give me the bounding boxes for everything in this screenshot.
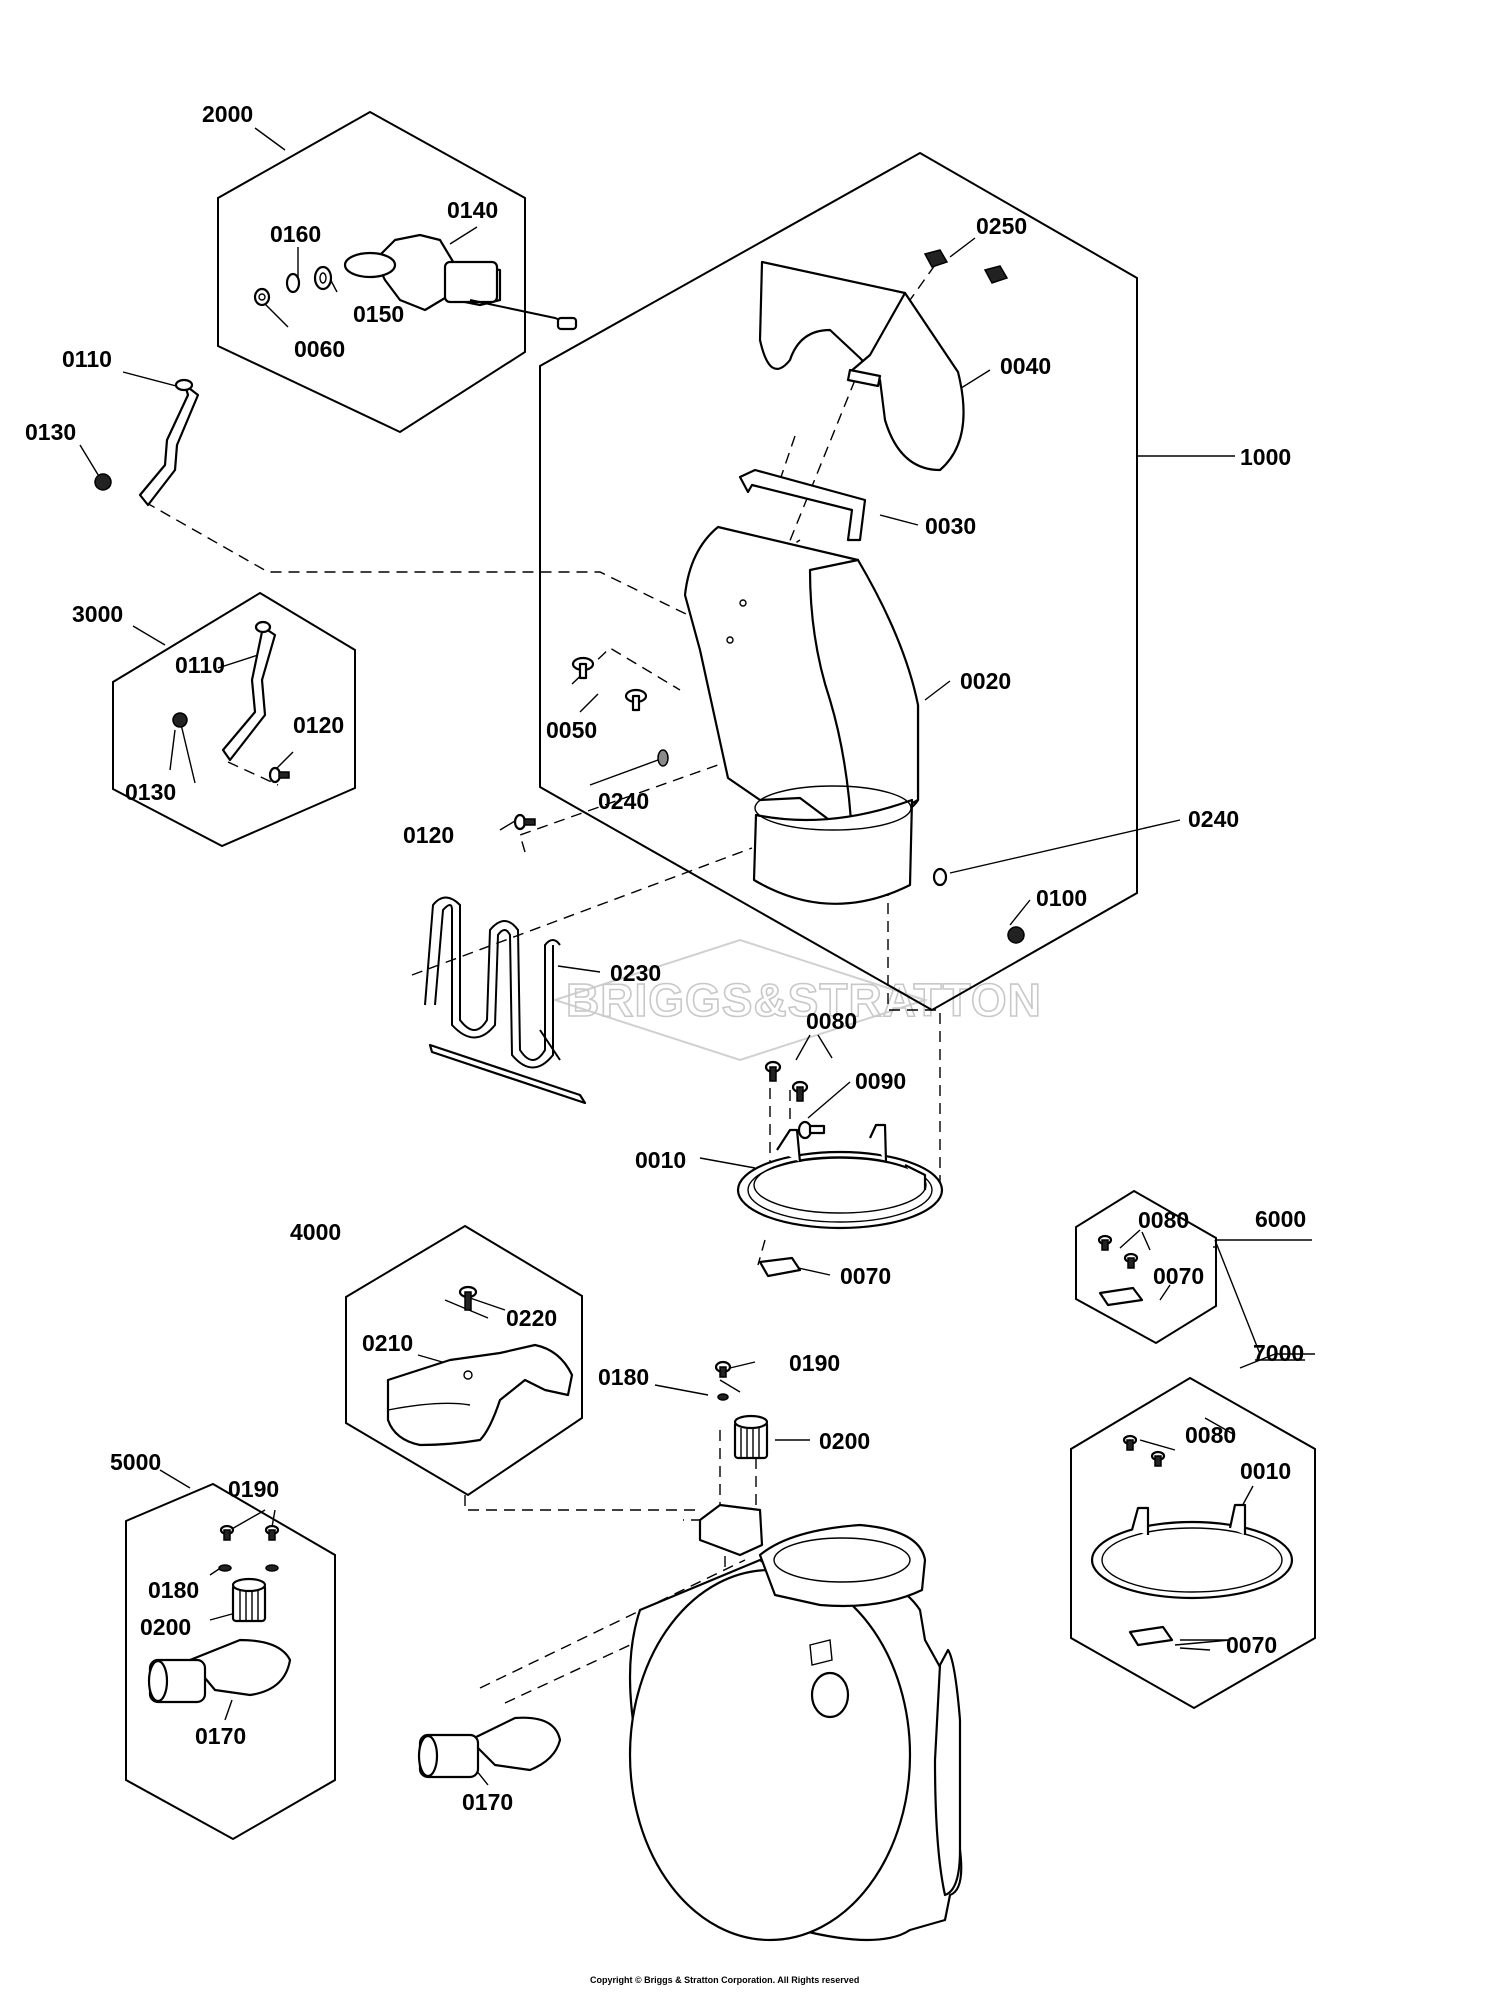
label-0110-kit3000[interactable]: 0110 (175, 652, 225, 678)
kit-4000-outline (345, 1224, 583, 1497)
label-0130-kit3000[interactable]: 0130 (125, 779, 176, 805)
label-0160[interactable]: 0160 (270, 221, 321, 247)
washer-0240-upper (657, 749, 669, 767)
label-0100[interactable]: 0100 (1036, 885, 1087, 911)
screw-0190 (714, 1360, 732, 1378)
label-0040[interactable]: 0040 (1000, 353, 1051, 379)
label-0210[interactable]: 0210 (362, 1330, 413, 1356)
label-0190-kit5000[interactable]: 0190 (228, 1476, 279, 1502)
label-0030[interactable]: 0030 (925, 513, 976, 539)
label-0220[interactable]: 0220 (506, 1305, 557, 1331)
label-kit-4000[interactable]: 4000 (290, 1219, 341, 1245)
label-0240-lower[interactable]: 0240 (1188, 806, 1239, 832)
kit-6000-outline (1075, 1189, 1217, 1345)
label-kit-6000[interactable]: 6000 (1255, 1206, 1306, 1232)
label-0080[interactable]: 0080 (806, 1008, 857, 1034)
label-0080-kit6000[interactable]: 0080 (1138, 1207, 1189, 1233)
briggs-stratton-watermark: BRIGGS&STRATTON (551, 938, 1042, 1062)
label-0060[interactable]: 0060 (294, 336, 345, 362)
nut-0060 (253, 287, 271, 307)
label-0090[interactable]: 0090 (855, 1068, 906, 1094)
washer-0240-lower (932, 867, 948, 887)
detent-0070 (758, 1256, 802, 1278)
label-0020[interactable]: 0020 (960, 668, 1011, 694)
kit-5000-outline (125, 1482, 336, 1841)
label-0120[interactable]: 0120 (403, 822, 454, 848)
washer-0160 (285, 272, 301, 294)
kit-5000-parts (147, 1524, 292, 1704)
cover-0210 (386, 1343, 574, 1447)
guard-0230 (424, 896, 587, 1105)
kit-7000-parts (1090, 1434, 1294, 1647)
label-0190[interactable]: 0190 (789, 1350, 840, 1376)
label-0010-kit7000[interactable]: 0010 (1240, 1458, 1291, 1484)
nut-0130 (94, 473, 112, 491)
blower-housing (628, 1503, 963, 1942)
label-0070-kit6000[interactable]: 0070 (1153, 1263, 1204, 1289)
label-0140[interactable]: 0140 (447, 197, 498, 223)
kit-6000-parts (1097, 1234, 1144, 1307)
kit-3000-outline (112, 591, 356, 848)
label-kit-5000[interactable]: 5000 (110, 1449, 161, 1475)
label-0120-kit3000[interactable]: 0120 (293, 712, 344, 738)
bolt-0120-kit3000 (268, 766, 290, 784)
rotator-motor-0170 (417, 1716, 562, 1779)
control-rod-0110 (138, 378, 200, 507)
nut-0100 (1007, 926, 1025, 944)
label-0180-kit5000[interactable]: 0180 (148, 1577, 199, 1603)
nuts-0250 (923, 249, 1009, 284)
label-0240-upper[interactable]: 0240 (598, 788, 649, 814)
label-0070-kit7000[interactable]: 0070 (1226, 1632, 1277, 1658)
label-0130-top[interactable]: 0130 (25, 419, 76, 445)
chute-rotator-motor-0140 (343, 233, 578, 331)
label-0150[interactable]: 0150 (353, 301, 404, 327)
kit-2000-outline (217, 110, 526, 434)
label-0050[interactable]: 0050 (546, 717, 597, 743)
bolts-0050 (571, 656, 648, 712)
washer-0150 (313, 265, 333, 291)
label-0080-kit7000[interactable]: 0080 (1185, 1422, 1236, 1448)
label-kit-7000[interactable]: 7000 (1253, 1340, 1304, 1366)
screw-0090 (797, 1120, 826, 1140)
copyright-notice: Copyright © Briggs & Stratton Corporatio… (590, 1975, 859, 1985)
bolt-0120 (513, 813, 536, 831)
watermark-text: BRIGGS&STRATTON (566, 974, 1042, 1026)
label-0010[interactable]: 0010 (635, 1147, 686, 1173)
label-0110-top[interactable]: 0110 (62, 346, 112, 372)
label-0230[interactable]: 0230 (610, 960, 661, 986)
label-0250[interactable]: 0250 (976, 213, 1027, 239)
label-0200[interactable]: 0200 (819, 1428, 870, 1454)
label-kit-3000[interactable]: 3000 (72, 601, 123, 627)
upper-chute-0020 (683, 525, 920, 905)
label-0170[interactable]: 0170 (462, 1789, 513, 1815)
chute-ring-0010 (736, 1123, 944, 1230)
washer-0180 (717, 1393, 729, 1401)
bracket-0030 (738, 468, 867, 542)
nut-0130-kit3000 (172, 712, 188, 728)
chute-deflector-0040 (758, 260, 965, 472)
label-kit-2000[interactable]: 2000 (202, 101, 253, 127)
label-0170-kit5000[interactable]: 0170 (195, 1723, 246, 1749)
kit-7000-outline (1070, 1376, 1316, 1710)
gear-0200 (733, 1414, 769, 1460)
label-0070[interactable]: 0070 (840, 1263, 891, 1289)
bolt-0220 (458, 1285, 478, 1311)
bolts-0080 (764, 1060, 809, 1102)
label-kit-1000[interactable]: 1000 (1240, 444, 1291, 470)
part-labels: 2000 0140 0160 0150 0060 0110 0130 0250 … (25, 101, 1306, 1815)
label-0180[interactable]: 0180 (598, 1364, 649, 1390)
label-0200-kit5000[interactable]: 0200 (140, 1614, 191, 1640)
control-rod-0110-kit3000 (221, 620, 277, 762)
